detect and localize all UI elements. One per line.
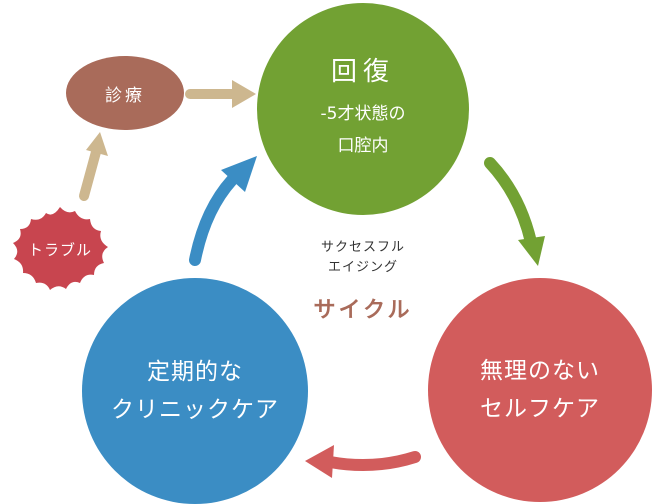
arrow-shinryo-to-recovery <box>185 80 256 108</box>
recovery-line1: -5才状態の <box>320 103 406 124</box>
selfcare-line2: セルフケア <box>480 396 600 422</box>
cycle-center-label: サクセスフル エイジング サイクル <box>293 238 433 324</box>
recovery-line2: 口腔内 <box>337 135 389 156</box>
selfcare-line1: 無理のない <box>480 358 600 384</box>
arrow-trouble-to-shinryo <box>79 132 108 201</box>
trouble-burst-shape <box>13 207 108 290</box>
arrow-clinic-to-recovery <box>189 156 257 266</box>
clinic-node: 定期的な クリニックケア <box>82 278 308 504</box>
trouble-label: トラブル <box>27 241 92 259</box>
center-line1: サクセスフル <box>320 240 405 255</box>
clinic-line2: クリニックケア <box>111 397 279 423</box>
recovery-title: 回復 <box>330 56 395 87</box>
arrow-selfcare-to-clinic <box>305 445 421 478</box>
shinryo-label: 診療 <box>105 85 145 106</box>
center-cycle-title: サイクル <box>313 298 413 323</box>
trouble-burst <box>13 207 108 290</box>
center-line2: エイジング <box>327 260 398 275</box>
arrow-recovery-to-selfcare <box>484 157 545 266</box>
recovery-node: 回復 -5才状態の 口腔内 <box>257 3 469 215</box>
selfcare-node: 無理のない セルフケア <box>428 278 652 502</box>
shinryo-node: 診療 <box>66 56 184 130</box>
clinic-line1: 定期的な <box>147 359 243 385</box>
